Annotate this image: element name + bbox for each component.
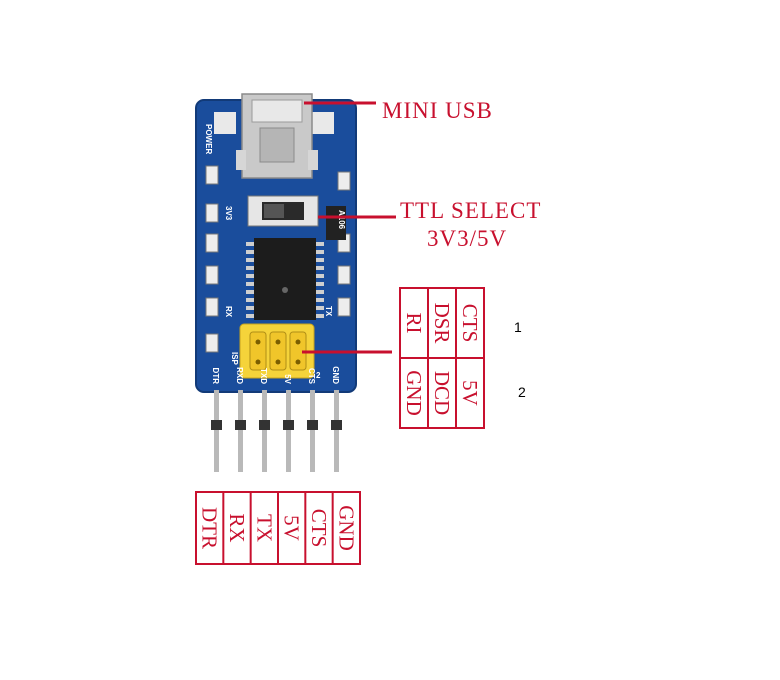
silk-pin-label: GND — [331, 366, 340, 384]
label-mini-usb: MINI USB — [382, 98, 493, 123]
silk-rx: RX — [224, 306, 233, 318]
silk-3v3: 3V3 — [224, 206, 233, 221]
bottom-table-cell: CTS — [307, 509, 331, 548]
header-table-cell: DCD — [430, 371, 454, 415]
header-pin — [286, 390, 291, 472]
header-pin — [334, 390, 339, 472]
mount-pad — [312, 112, 334, 134]
ic-pin — [246, 298, 254, 302]
ic-pin — [246, 250, 254, 254]
ic-pin — [246, 242, 254, 246]
header-pin — [238, 390, 243, 472]
label-ttl-select: TTL SELECT — [400, 198, 541, 223]
silk-pin-label: TXD — [259, 368, 268, 384]
ic-pin — [246, 274, 254, 278]
bottom-table-cell: 5V — [280, 515, 304, 541]
silk-header-pin2: 2 — [316, 371, 321, 380]
ic-pin — [246, 314, 254, 318]
smd-resistor — [205, 203, 219, 223]
bottom-table-cell: RX — [225, 513, 249, 542]
ic-pin — [246, 258, 254, 262]
header-pin-base — [283, 420, 294, 430]
ic-pin — [316, 242, 324, 246]
ic-pin — [246, 282, 254, 286]
chip-label: A106 — [337, 210, 346, 230]
jumper-header — [239, 323, 315, 379]
header-pin — [214, 390, 219, 472]
ftdi-ic — [254, 238, 316, 320]
ic-pin — [316, 306, 324, 310]
header-pin-base — [259, 420, 270, 430]
silk-pin-labels: DTR RXD TXD 5V CTS GND — [211, 366, 340, 384]
ic-pin — [316, 282, 324, 286]
header-pins — [211, 390, 342, 472]
regulator-chip: A106 — [326, 206, 346, 240]
ic-pin — [316, 290, 324, 294]
ic-pins-left — [246, 242, 254, 318]
ic-pin — [246, 306, 254, 310]
header-table-cell: RI — [402, 313, 426, 334]
silk-pin-label: 5V — [283, 374, 292, 384]
ic-pin — [316, 314, 324, 318]
silk-pin-label: CTS — [307, 368, 316, 385]
bottom-table-cell: TX — [252, 514, 276, 542]
smd-led — [205, 297, 219, 317]
header-pin — [310, 390, 315, 472]
ic-pin — [316, 274, 324, 278]
header-pin-base — [331, 420, 342, 430]
header-table-cell: 5V — [458, 380, 482, 406]
smd-led — [337, 297, 351, 317]
smd-resistor — [337, 171, 351, 191]
smd-resistor — [337, 265, 351, 285]
header-pin-base — [307, 420, 318, 430]
mini-usb-connector — [236, 93, 318, 179]
header-table-cell: CTS — [458, 304, 482, 343]
ic-pin — [246, 290, 254, 294]
smd-resistor — [205, 265, 219, 285]
ic-pin — [316, 258, 324, 262]
header-pin-base — [211, 420, 222, 430]
header-table-cell: GND — [402, 370, 426, 416]
ic-pin — [316, 266, 324, 270]
smd-led — [205, 165, 219, 185]
bottom-table-cell: DTR — [198, 507, 222, 549]
ic-pin — [316, 250, 324, 254]
silk-power: POWER — [204, 124, 213, 154]
ic-pin — [316, 298, 324, 302]
silk-isp: ISP — [230, 352, 239, 366]
row-number-2: 2 — [518, 384, 526, 400]
header-pin-base — [235, 420, 246, 430]
header-pin — [262, 390, 267, 472]
silk-tx: TX — [324, 306, 333, 317]
ttl-select-switch — [247, 195, 319, 227]
silk-pin-label: DTR — [211, 368, 220, 385]
mount-pad — [214, 112, 236, 134]
label-ttl-voltage: 3V3/5V — [427, 226, 507, 251]
row-number-1: 1 — [514, 319, 522, 335]
ic-pin — [246, 266, 254, 270]
silk-pin-label: RXD — [235, 367, 244, 384]
header-table-cell: DSR — [430, 303, 454, 344]
ic-pins-right — [316, 242, 324, 318]
bottom-table-cell: GND — [334, 505, 358, 551]
smd-resistor — [205, 333, 219, 353]
smd-resistor — [205, 233, 219, 253]
